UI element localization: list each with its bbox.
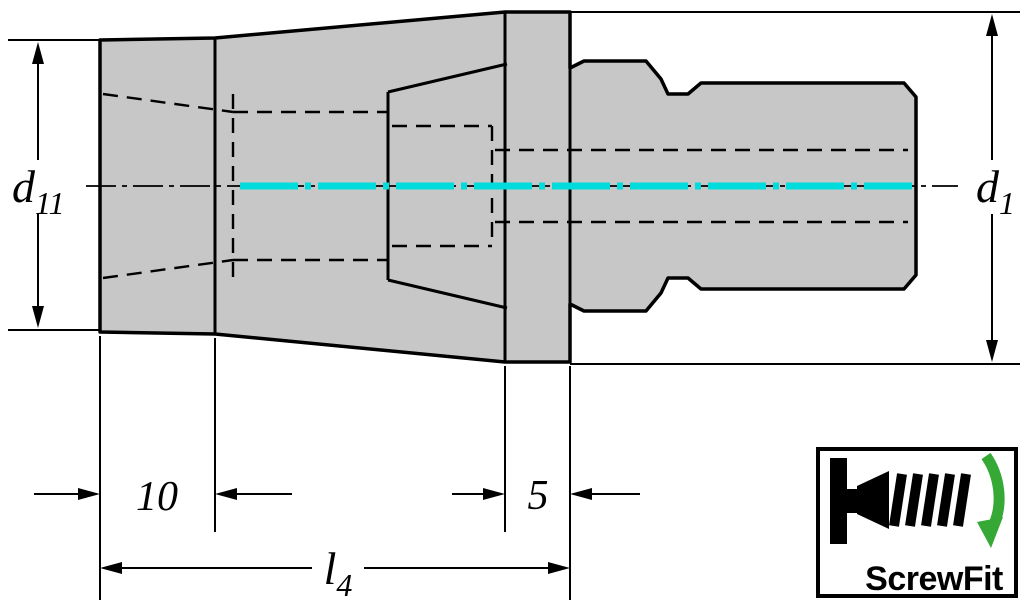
dim-label-l4: l4	[324, 543, 353, 603]
arrow-up-icon	[986, 14, 998, 36]
screwfit-icon	[830, 458, 971, 544]
arrow-left-icon	[215, 488, 237, 500]
dim-d11: d11	[8, 39, 100, 331]
icon-cone	[857, 471, 889, 529]
hidden-mouth-taper-bottom	[102, 258, 234, 280]
arrow-left-icon	[100, 562, 122, 574]
arrow-right-icon	[78, 488, 100, 500]
icon-flange-bar	[830, 458, 847, 544]
dim-label-10: 10	[136, 474, 178, 520]
icon-thread-stripe	[889, 473, 907, 527]
hidden-mouth-taper-top	[102, 92, 234, 114]
edge-cone-lower	[387, 278, 508, 310]
arrow-down-icon	[986, 340, 998, 362]
dim-label-d1: d1	[976, 161, 1015, 221]
dim-l4: l4	[100, 543, 570, 603]
rotation-arrow-shaft	[981, 452, 1005, 527]
dim-label-5: 5	[528, 473, 549, 519]
icon-thread-stripe	[937, 473, 955, 527]
dim-10: 10	[34, 474, 292, 520]
rotation-arrow-head	[977, 517, 1003, 548]
icon-thread-stripe	[953, 473, 971, 527]
rotation-arrow-icon	[977, 452, 1005, 548]
arrow-left-icon	[570, 488, 592, 500]
arrow-down-icon	[32, 306, 44, 328]
arrow-right-icon	[483, 488, 505, 500]
screwfit-logo: ScrewFit	[816, 447, 1018, 598]
bottom-extension-lines	[99, 336, 571, 600]
icon-thread-stripe	[905, 473, 923, 527]
icon-thread-stripe	[921, 473, 939, 527]
logo-label: ScrewFit	[865, 560, 1003, 598]
dim-5: 5	[452, 473, 640, 519]
arrow-up-icon	[32, 42, 44, 64]
icon-neck	[847, 489, 857, 513]
dim-d1: d1	[570, 11, 1020, 365]
edge-cone-upper	[387, 62, 508, 94]
arrow-right-icon	[548, 562, 570, 574]
dim-label-d11: d11	[12, 161, 65, 221]
